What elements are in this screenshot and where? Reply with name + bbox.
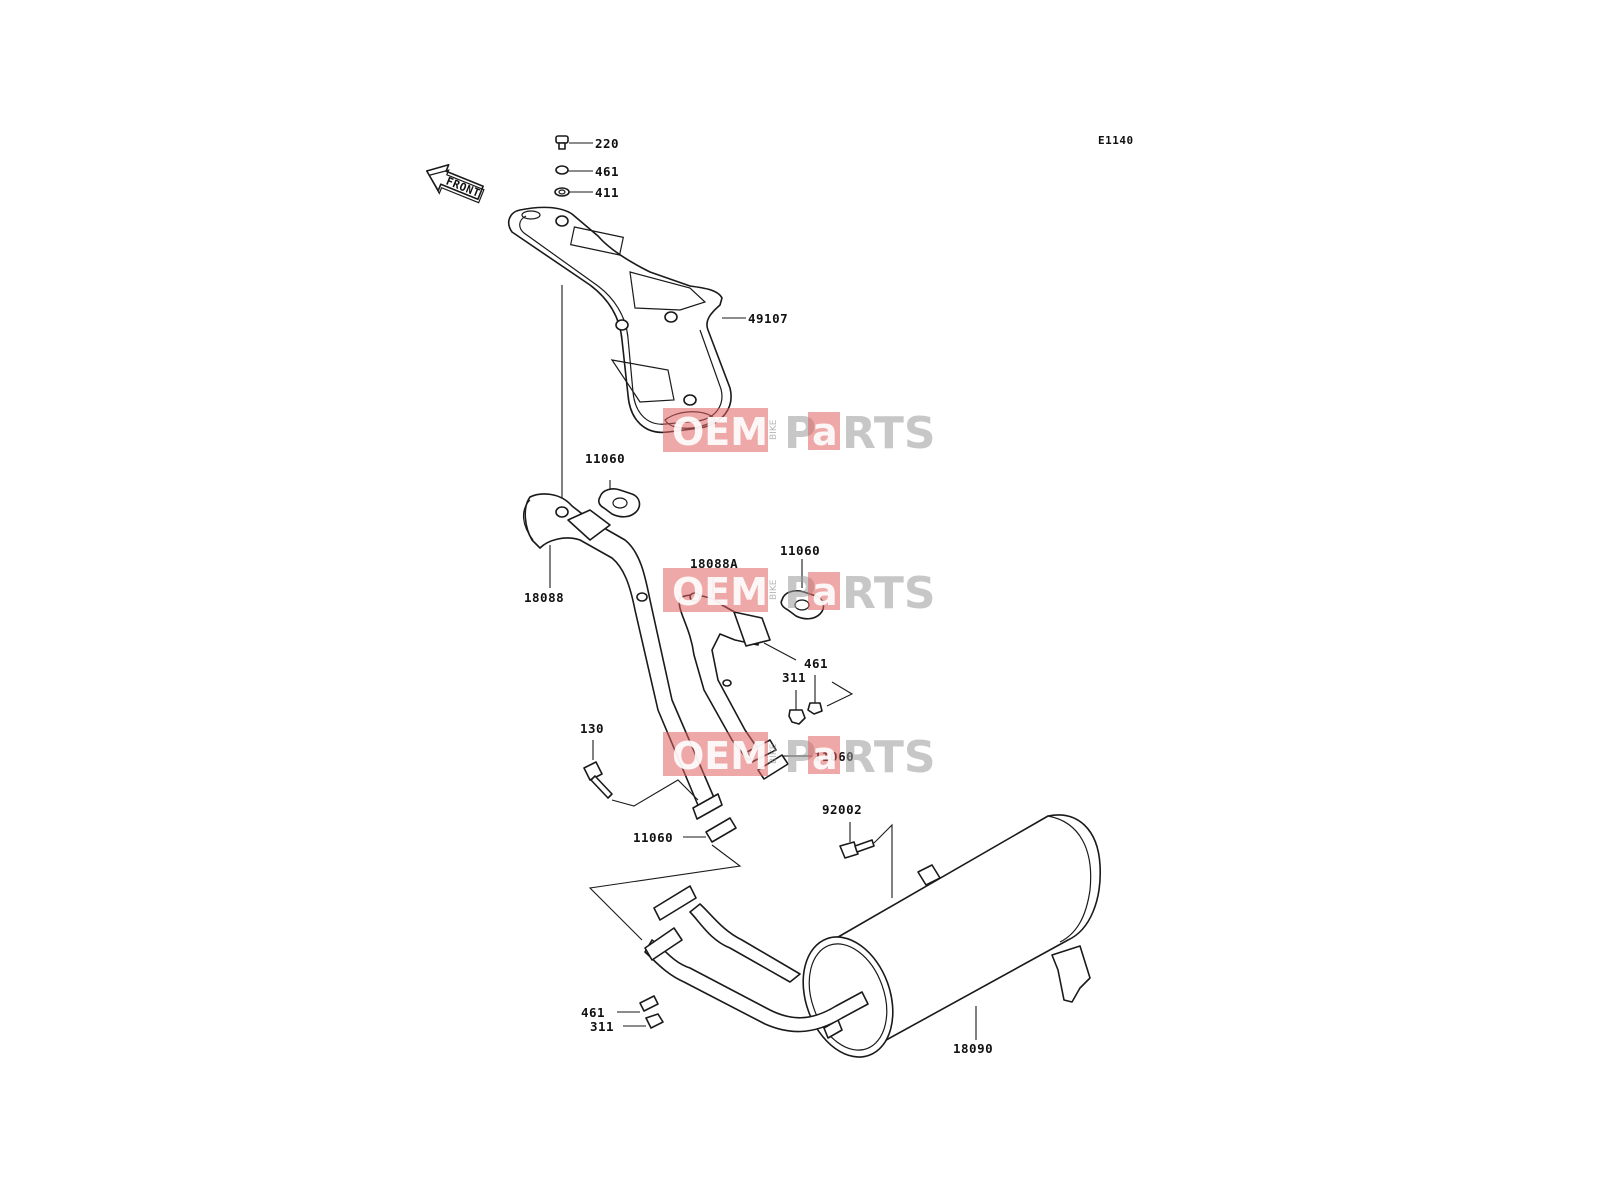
svg-text:BIKE: BIKE [769, 419, 779, 440]
svg-text:RTS: RTS [842, 732, 936, 783]
callout-130: 130 [580, 721, 604, 736]
nut-311-low-icon [645, 1013, 664, 1029]
svg-text:a: a [812, 570, 838, 614]
washer-411-icon [554, 187, 570, 197]
svg-text:a: a [812, 410, 838, 454]
exhaust-pipe-18088 [523, 493, 723, 820]
svg-text:OEM: OEM [672, 410, 768, 454]
gasket-11060-d [705, 817, 737, 843]
callout-18088a: 18088A [690, 556, 738, 571]
watermark-3: OEM BIKE P a RTS [663, 732, 936, 783]
callout-11060-b: 11060 [780, 543, 820, 558]
callout-461-low: 461 [581, 1005, 605, 1020]
bolt-92002-icon [839, 839, 875, 859]
svg-text:a: a [812, 734, 838, 778]
callout-461-top: 461 [595, 164, 619, 179]
callout-11060-a: 11060 [585, 451, 625, 466]
watermark-1: OEM BIKE P a RTS [663, 408, 936, 459]
svg-text:OEM: OEM [672, 570, 768, 614]
callout-92002: 92002 [822, 802, 862, 817]
callout-220: 220 [595, 136, 619, 151]
washer-461-mid-icon [807, 702, 823, 715]
washer-461-icon [555, 165, 569, 175]
callout-411: 411 [595, 185, 619, 200]
callout-11060-d: 11060 [633, 830, 673, 845]
washer-461-low-icon [639, 995, 659, 1012]
bolt-220-icon [555, 135, 569, 150]
callout-311-low: 311 [590, 1019, 614, 1034]
svg-text:OEM: OEM [672, 734, 768, 778]
svg-text:RTS: RTS [842, 568, 936, 619]
callout-311-mid: 311 [782, 670, 806, 685]
svg-text:RTS: RTS [842, 408, 936, 459]
gasket-11060-a [598, 488, 641, 518]
nut-311-mid-icon [788, 709, 806, 725]
front-arrow-icon: FRONT [425, 163, 485, 204]
muffler-18090 [802, 814, 1101, 1058]
callout-49107: 49107 [748, 311, 788, 326]
callout-18090: 18090 [953, 1041, 993, 1056]
svg-text:BIKE: BIKE [769, 743, 779, 764]
heat-shield-49107 [508, 206, 732, 434]
muffler-inlet-pipes [644, 885, 869, 1033]
diagram-code: E1140 [1098, 134, 1134, 147]
callout-18088: 18088 [524, 590, 564, 605]
watermark-2: OEM BIKE P a RTS [663, 568, 936, 619]
callout-461-mid: 461 [804, 656, 828, 671]
bolt-130-icon [583, 761, 613, 799]
svg-text:BIKE: BIKE [769, 579, 779, 600]
